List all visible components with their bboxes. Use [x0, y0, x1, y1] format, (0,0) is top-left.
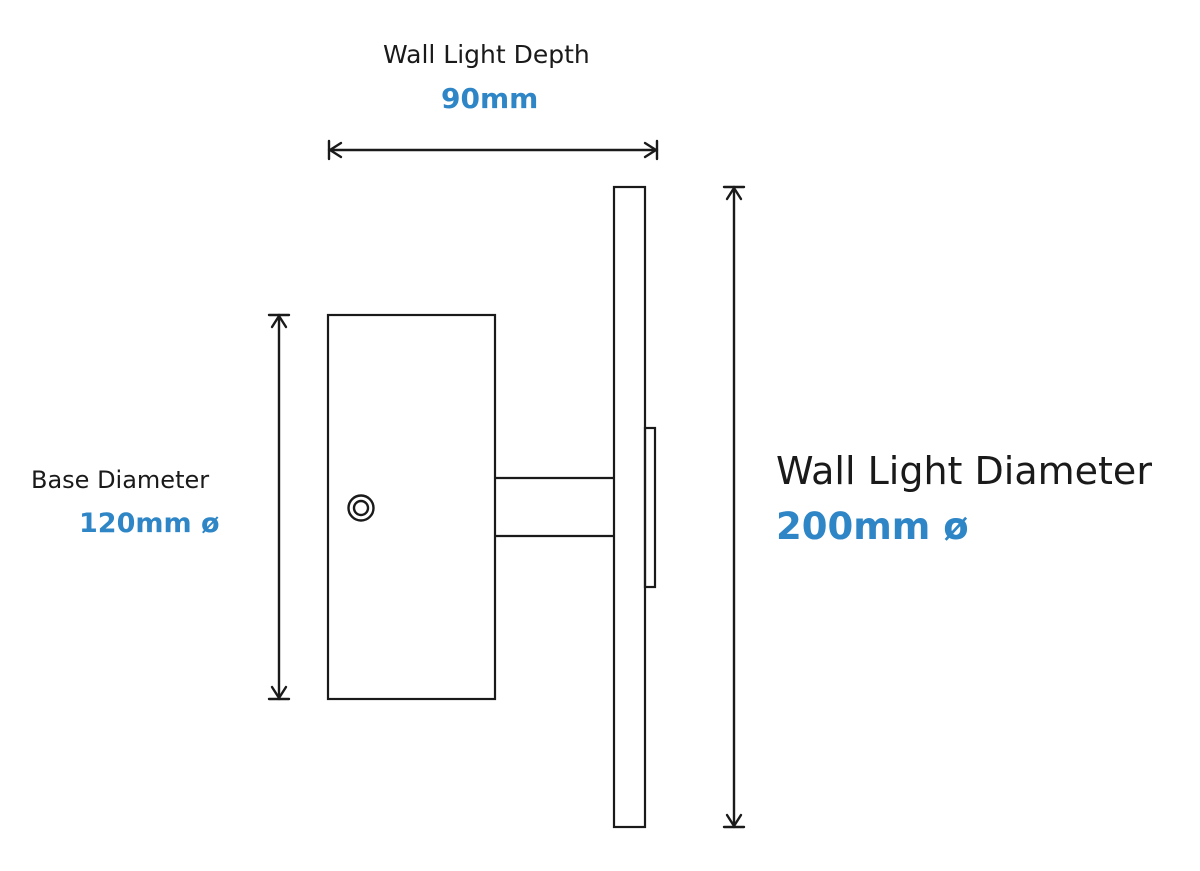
depth-dimension	[327, 139, 659, 161]
base-diameter-label: Base Diameter	[31, 466, 210, 494]
base-diameter-dimension	[267, 313, 291, 701]
plate-mount	[643, 426, 657, 589]
wall-diameter-dimension	[722, 185, 746, 829]
base-box	[326, 313, 497, 701]
depth-value: 90mm	[441, 82, 539, 115]
base-switch-inner	[352, 499, 370, 517]
wall-diameter-value: 200mm ø	[776, 505, 969, 548]
wall-plate	[612, 185, 647, 829]
base-switch-outer	[347, 494, 375, 522]
depth-label: Wall Light Depth	[383, 40, 590, 69]
wall-diameter-label: Wall Light Diameter	[776, 449, 1152, 493]
base-diameter-value: 120mm ø	[79, 508, 220, 539]
